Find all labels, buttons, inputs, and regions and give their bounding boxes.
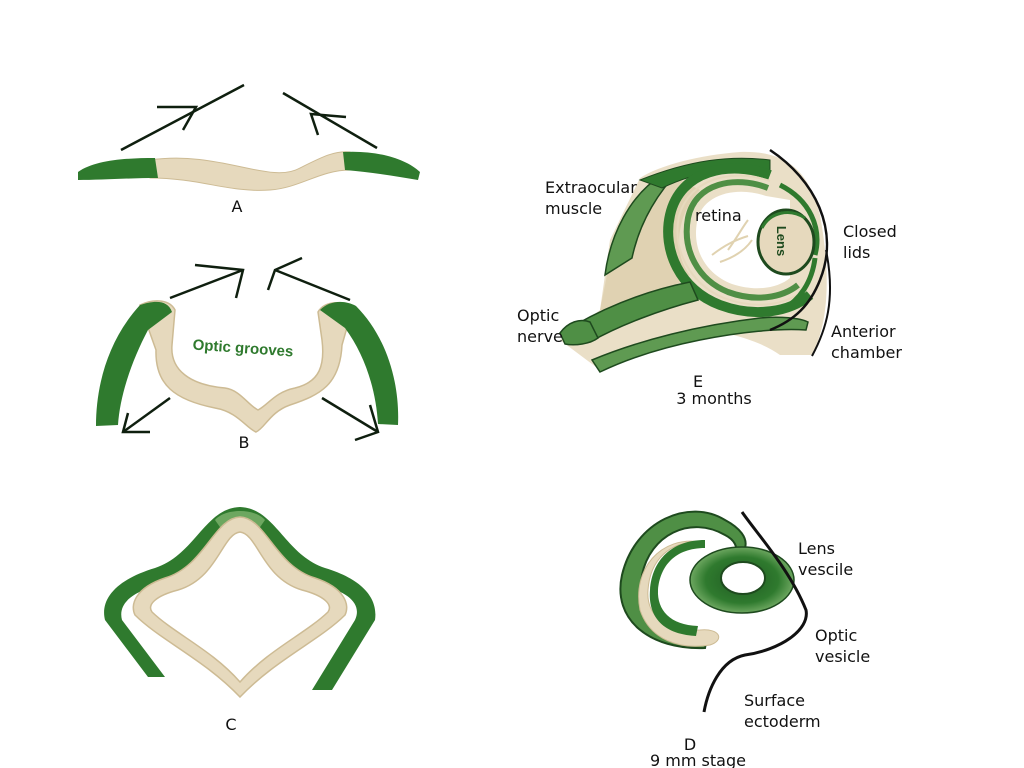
- panel-e-letter: E: [693, 372, 703, 391]
- panel-b-arrowhead-down-left: [121, 412, 150, 434]
- panel-b-body-tan: [139, 300, 353, 433]
- panel-b-arrow-up-right: [274, 268, 351, 302]
- panel-d-lens-cavity: [720, 561, 766, 595]
- panel-d-optic-vesicle-label-1: Optic: [815, 626, 857, 645]
- panel-e-choroid-line: [676, 174, 805, 306]
- panel-d-optic-cup: [619, 510, 808, 713]
- panel-e-sclera-outer: [663, 163, 814, 317]
- panel-e-optic-nerve-label-2: nerve: [517, 327, 563, 346]
- panel-e-muscle-lower: [590, 316, 809, 373]
- panel-d-surface-ectoderm-label-1: Surface: [744, 691, 805, 710]
- panel-e-anterior-line: [811, 249, 832, 357]
- panel-d-optic-cup-inner-green: [649, 540, 705, 636]
- panel-e-closed-lids-label-2: lids: [843, 243, 870, 262]
- panel-e-cornea: [769, 148, 829, 332]
- panel-e-stage: 3 months: [676, 389, 752, 408]
- panel-e-optic-nerve-label-1: Optic: [517, 306, 559, 325]
- panel-a-arrowhead-left: [157, 105, 199, 131]
- panel-b-green-right: [320, 301, 399, 425]
- panel-a-letter: A: [232, 197, 243, 216]
- panel-e-lens: [756, 208, 816, 276]
- panel-b-letter: B: [239, 433, 250, 452]
- panel-e-anterior-chamber-label-1: Anterior: [831, 322, 896, 341]
- panel-e-closed-lids-label-1: Closed: [843, 222, 897, 241]
- panel-b-arrow-down-right: [321, 396, 379, 434]
- panel-c-tan-ring: [132, 516, 348, 699]
- panel-a-plate-green-right: [343, 151, 420, 180]
- panel-a-plate-tan: [149, 151, 351, 191]
- panel-e-retina-label: retina: [695, 206, 742, 225]
- panel-b-arrowhead-up-right: [266, 256, 303, 291]
- panel-d-stage: 9 mm stage: [650, 751, 746, 768]
- panel-e-retina-layer: [683, 179, 800, 301]
- panel-b-green-left: [96, 301, 172, 426]
- panel-e-extraocular-muscle-label-2: muscle: [545, 199, 602, 218]
- panel-d-surface-ectoderm-label-2: ectoderm: [744, 712, 821, 731]
- panel-a-plate-green-left: [78, 158, 158, 180]
- panel-e-lid-lower: [780, 257, 818, 313]
- panel-e-extraocular-muscle-label-1: Extraocular: [545, 178, 637, 197]
- panel-d-surface-ectoderm: [702, 511, 808, 713]
- panel-e-optic-nerve: [573, 281, 700, 343]
- panel-e-eye-3-months: [559, 148, 832, 373]
- panel-b-arrow-up-left: [169, 268, 244, 300]
- panel-b-optic-grooves-label: Optic grooves: [192, 337, 294, 361]
- panel-d-letter: D: [684, 735, 696, 754]
- panel-a-arrow-left: [120, 83, 245, 152]
- panel-e-lens-label: Lens: [774, 226, 789, 256]
- panel-a-arrowhead-right: [309, 112, 347, 136]
- panel-d-optic-vesicle-label-2: vesicle: [815, 647, 870, 666]
- panel-d-lens-vesicle-label-2: vescile: [798, 560, 853, 579]
- panel-b-arrowhead-down-right: [354, 404, 380, 442]
- panel-c-optic-vesicles: [104, 507, 376, 699]
- panel-e-anterior-chamber-label-2: chamber: [831, 343, 902, 362]
- panel-b-arrow-down-left: [122, 396, 171, 434]
- panel-b-optic-grooves: [96, 256, 399, 442]
- panel-d-lens-vesicle-label-1: Lens: [798, 539, 835, 558]
- panel-e-vessels: [711, 219, 753, 263]
- panel-e-lid-upper: [778, 182, 820, 256]
- panel-e-optic-nerve-stump: [559, 319, 599, 346]
- panel-e-lens-inner-edge: [760, 211, 806, 229]
- panel-c-letter: C: [225, 715, 236, 734]
- panel-a-neural-plate: [78, 83, 420, 191]
- panel-a-arrow-right: [282, 91, 378, 150]
- panel-b-arrowhead-up-left: [194, 263, 245, 299]
